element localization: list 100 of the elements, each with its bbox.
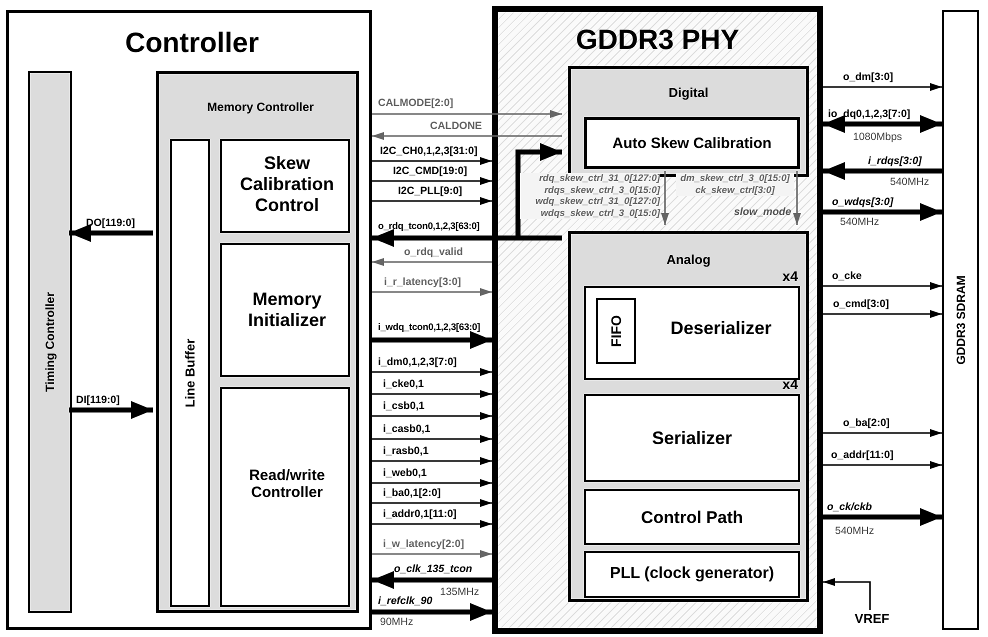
signal-arrow [823,429,942,437]
frequency-label: 90MHz [380,616,414,628]
signal-arrow [372,520,492,528]
signal-arrow [372,390,492,398]
block-label: Analog [665,252,712,267]
block-label: Auto Skew Calibration [611,135,773,152]
signal-label: i_ba0,1[2:0] [383,487,441,499]
block-label: Deserializer [669,318,773,339]
signal-label: o_dm[3:0] [843,71,894,83]
signal-arrow [372,499,492,507]
block-label: GDDR3 PHY [574,24,740,56]
frequency-label: 540MHz [890,176,930,188]
block-label: Line Buffer [182,338,198,408]
signal-arrow [823,83,942,91]
signal-arrow [823,461,942,469]
block-box [584,551,800,598]
signal-arrow [372,550,492,558]
signal-arrow [661,171,669,225]
block-label: Skew Calibration Control [238,153,335,216]
block-label: Memory Controller [206,100,315,114]
signal-label: DO[119:0] [86,217,136,229]
signal-label: VREF [854,611,890,626]
block-box [220,387,350,607]
signal-label: i_w_latency[2:0] [383,538,464,550]
bus-arrow [69,401,153,419]
signal-label: I2C_CMD[19:0] [393,165,468,177]
signal-label: I2C_PLL[9:0] [398,185,462,197]
controller-box [6,10,372,630]
signal-arrow [372,258,492,266]
signal-arrow [823,578,871,610]
signal-arrow [823,282,942,290]
signal-label: i_r_latency[3:0] [384,276,462,288]
signal-label: o_rdq_valid [404,246,463,258]
block-box [596,298,636,364]
signal-label: io_dq0,1,2,3[7:0] [828,108,910,120]
signal-label: i_refclk_90 [378,595,432,607]
signal-arrow [372,368,492,376]
bus-arrow [372,603,492,621]
block-box [942,10,979,630]
block-label: GDDR3 SDRAM [954,275,968,365]
block-label: Serializer [650,428,734,449]
signal-label: i_web0,1 [383,467,427,479]
bus-arrow [823,203,942,221]
frequency-label: 540MHz [835,525,874,537]
block-label: Controller [124,27,260,59]
block-box [28,71,72,613]
signal-label: o_addr[11:0] [831,449,894,461]
signal-label: DI[119:0] [76,394,120,406]
signal-label: rdq_skew_ctrl_31_0[127:0] rdqs_skew_ctrl_3_0[15:0] wdq_skew_ctrl_31_0[127:0] wdqs_skew_ctrl_3_0[15:0] [520,173,660,219]
frequency-label: 135MHz [440,586,480,598]
block-label: Memory Initializer [246,289,328,331]
signal-arrow [372,177,492,185]
block-box [156,71,359,613]
signal-arrow [372,412,492,420]
bus-arrow [69,224,153,242]
signal-label: i_rdqs[3:0] [868,155,922,167]
signal-label: o_cmd[3:0] [833,298,890,310]
signal-label: o_rdq_tcon0,1,2,3[63:0] [378,221,480,232]
signal-label: i_dm0,1,2,3[7:0] [378,356,457,368]
block-label: Digital [668,85,710,100]
signal-label: o_ba[2:0] [843,417,890,429]
signal-label: i_wdq_tcon0,1,2,3[63:0] [378,322,480,333]
signal-label: i_casb0,1 [383,423,430,435]
signal-label: o_clk_135_tcon [394,563,472,575]
frequency-label: 540MHz [840,216,880,228]
block-label: Timing Controller [43,292,57,392]
bus-arrow [823,162,942,180]
signal-label: dm_skew_ctrl_3_0[15:0] ck_skew_ctrl[3:0] [676,173,794,196]
signal-arrow [372,157,492,165]
signal-label: slow_mode [734,206,792,218]
block-label: FIFO [608,315,624,347]
block-box [568,231,809,602]
signal-label: i_rasb0,1 [383,445,429,457]
multiplier-label: x4 [782,268,798,284]
signal-arrow [372,479,492,487]
signal-label: I2C_CH0,1,2,3[31:0] [380,145,478,157]
block-label: Control Path [640,508,744,528]
block-box [170,139,210,607]
block-label: Read/write Controller [248,467,326,501]
signal-label: o_cke [832,270,862,282]
signal-arrow [372,435,492,443]
signal-label: o_ck/ckb [827,501,872,513]
bus-arrow [372,331,492,349]
bus-arrow [823,115,942,133]
multiplier-label: x4 [782,376,798,392]
signal-arrow [372,132,562,140]
signal-arrow [823,310,942,318]
block-box [584,489,800,545]
signal-label: i_cke0,1 [383,378,424,390]
signal-label: o_wdqs[3:0] [832,196,894,208]
block-label: PLL (clock generator) [608,565,776,583]
signal-arrow [372,110,562,118]
bus-arrow [823,508,942,526]
signal-arrow [372,457,492,465]
signal-label: i_csb0,1 [383,400,424,412]
phy-box [492,6,823,634]
block-box [220,243,350,377]
signal-label: CALDONE [430,120,482,132]
block-box [220,139,350,233]
signal-arrow [372,197,492,205]
